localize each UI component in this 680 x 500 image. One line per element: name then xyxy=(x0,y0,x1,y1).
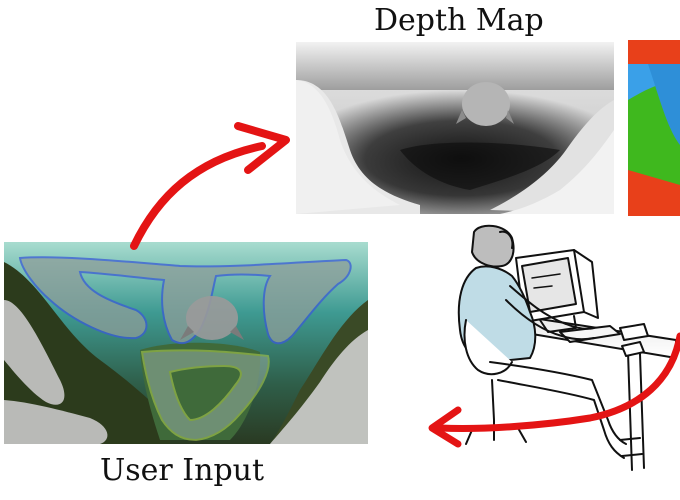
arrow-from-illustration xyxy=(428,332,680,448)
depth-map-image xyxy=(296,42,614,214)
depth-map-title: Depth Map xyxy=(374,3,544,38)
user-input-title: User Input xyxy=(100,453,265,488)
person-at-computer-illustration xyxy=(457,224,677,471)
segmentation-map-image xyxy=(628,40,680,216)
user-input-image xyxy=(4,242,368,444)
arrow-to-depth-map xyxy=(130,122,290,250)
